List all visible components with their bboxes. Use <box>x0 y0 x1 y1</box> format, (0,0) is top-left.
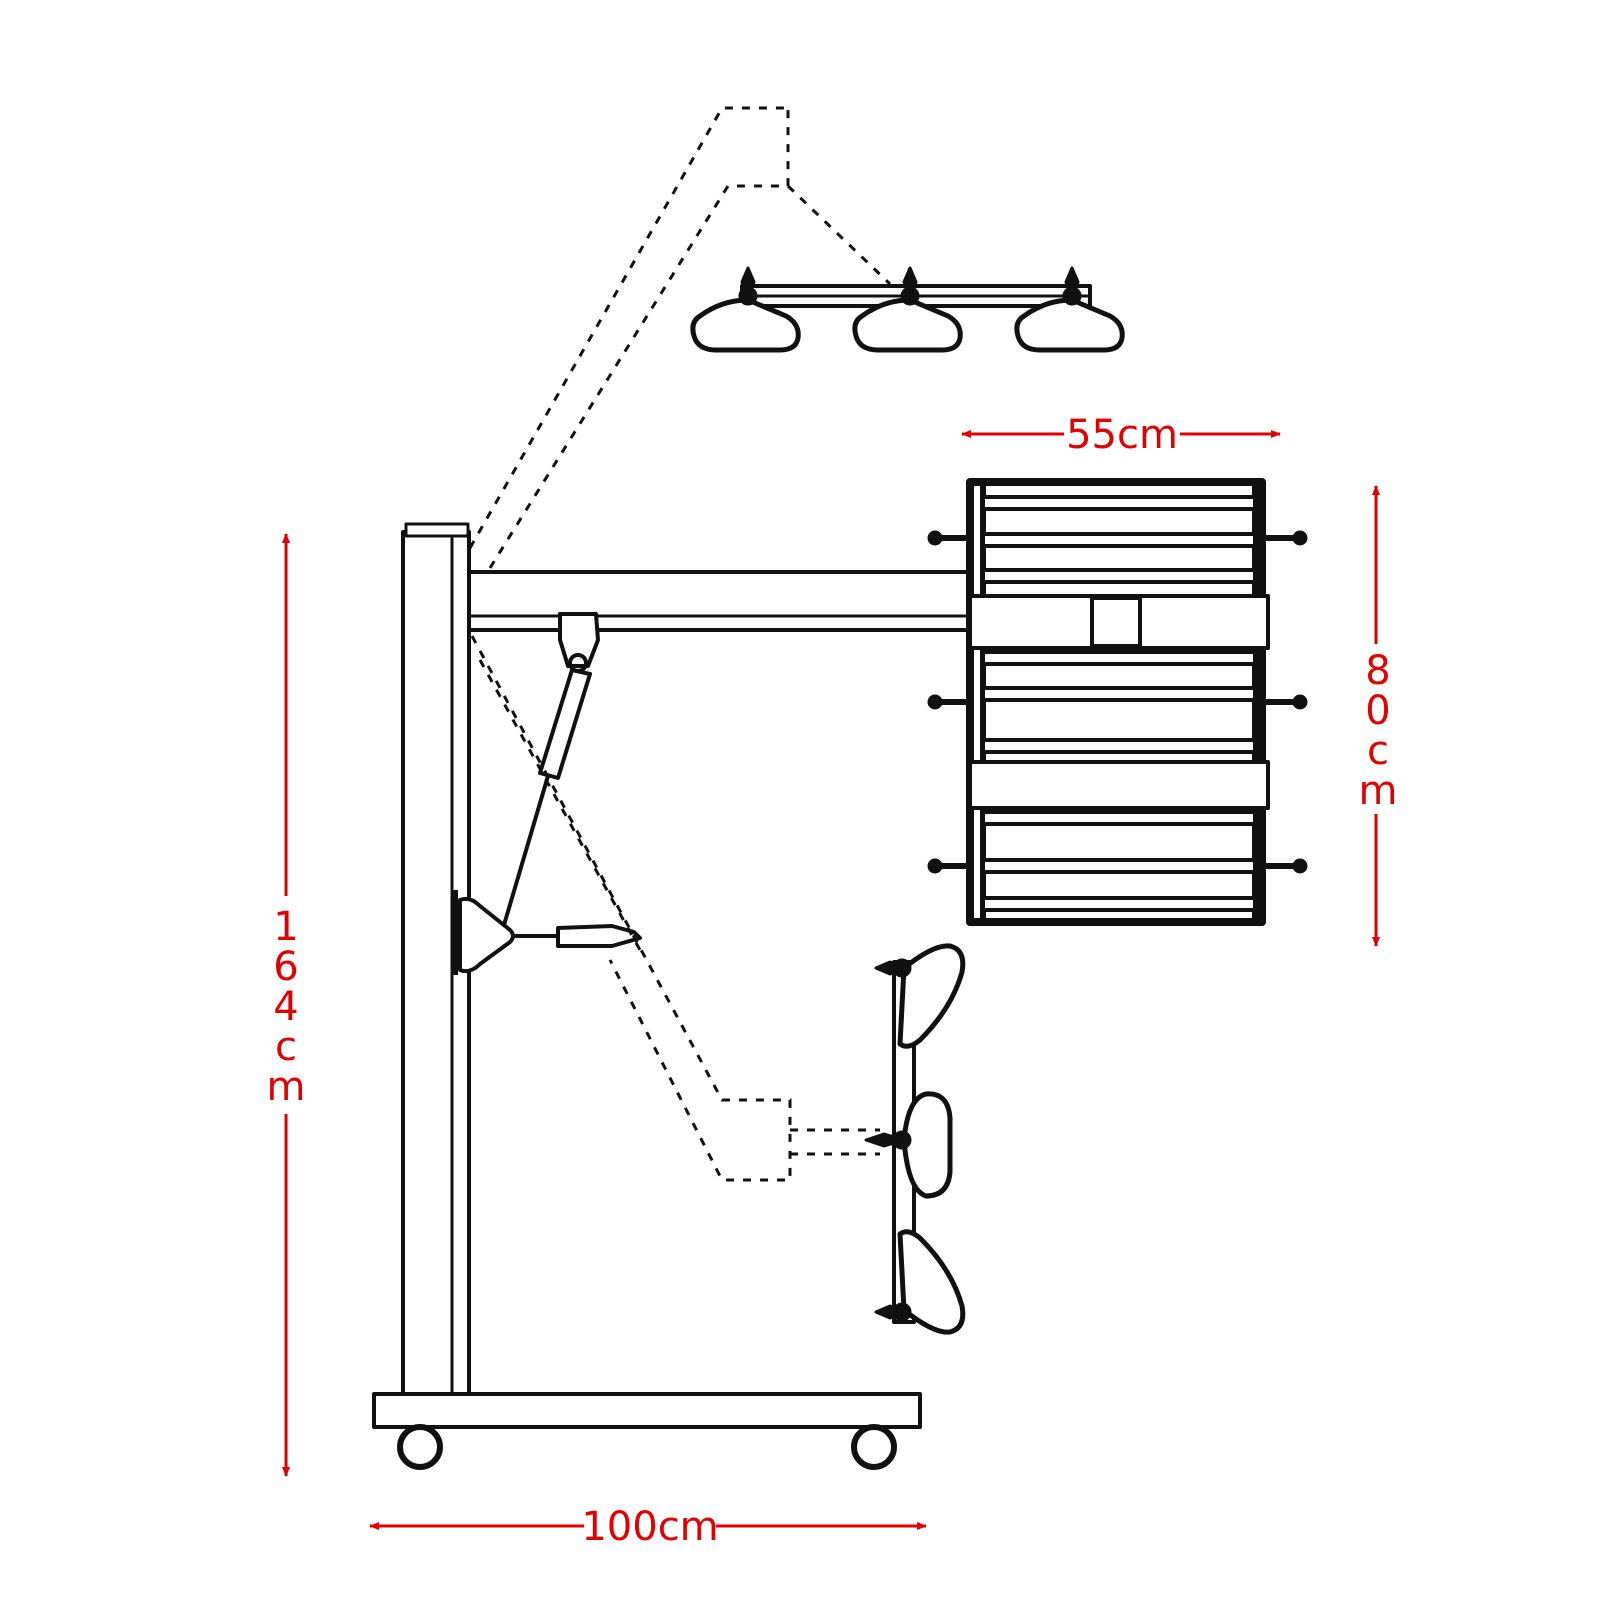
left-height-char-3: 4 <box>273 984 298 1030</box>
top-hanger-3 <box>1014 297 1125 353</box>
top-hanger-bar <box>690 266 1125 353</box>
lowered-hanger-2 <box>901 1091 953 1199</box>
arm-insert-key <box>1090 596 1142 648</box>
upper-arm-path-outer <box>468 106 788 549</box>
pivot-bracket <box>458 896 515 974</box>
gas-strut-tube <box>538 668 592 780</box>
lowered-hanger-hooks <box>864 958 912 1322</box>
lower-arm-path-inner <box>478 659 642 951</box>
lowered-hanger-1 <box>897 943 966 1049</box>
right-height-char-2: 0 <box>1365 688 1390 734</box>
dimension-annotations: 55cm 8 0 c m 1 6 4 c m 100cm <box>267 412 1398 1550</box>
gas-strut-rod <box>502 775 550 926</box>
right-height-char-1: 8 <box>1365 648 1390 694</box>
rack-structure <box>372 522 1090 1470</box>
right-height-char-3: c <box>1367 728 1389 774</box>
top-hanger-2 <box>852 297 963 353</box>
base-bar <box>372 1392 922 1429</box>
bottom-width-label: 100cm <box>581 1504 718 1550</box>
top-hanger-1 <box>690 297 801 353</box>
panel-wide-bar <box>968 760 1270 810</box>
lowered-hanger-3 <box>897 1229 966 1335</box>
left-height-char-1: 1 <box>273 904 298 950</box>
motion-paths <box>468 106 892 1182</box>
panel-side-knobs <box>927 530 1308 874</box>
top-hanger-hooks <box>738 266 1082 306</box>
post-top-cap <box>404 522 470 538</box>
left-wheel <box>397 1424 443 1470</box>
left-height-char-4: c <box>275 1024 297 1070</box>
hanger-storage-panel <box>927 478 1308 926</box>
top-width-label: 55cm <box>1066 412 1178 458</box>
upper-arm-path-inner <box>488 108 790 569</box>
right-height-char-4: m <box>1359 768 1398 814</box>
lower-arm-path-outer <box>470 635 792 1182</box>
left-height-char-5: m <box>267 1064 306 1110</box>
lowered-hanger-bar <box>864 943 966 1335</box>
upper-hanger-link <box>786 184 892 286</box>
left-height-char-2: 6 <box>273 944 298 990</box>
panel-bars <box>981 495 1257 912</box>
handle-grip <box>556 924 642 948</box>
arm-clamp-bracket <box>558 612 600 668</box>
horizontal-arm <box>467 570 971 632</box>
right-wheel <box>851 1424 897 1470</box>
